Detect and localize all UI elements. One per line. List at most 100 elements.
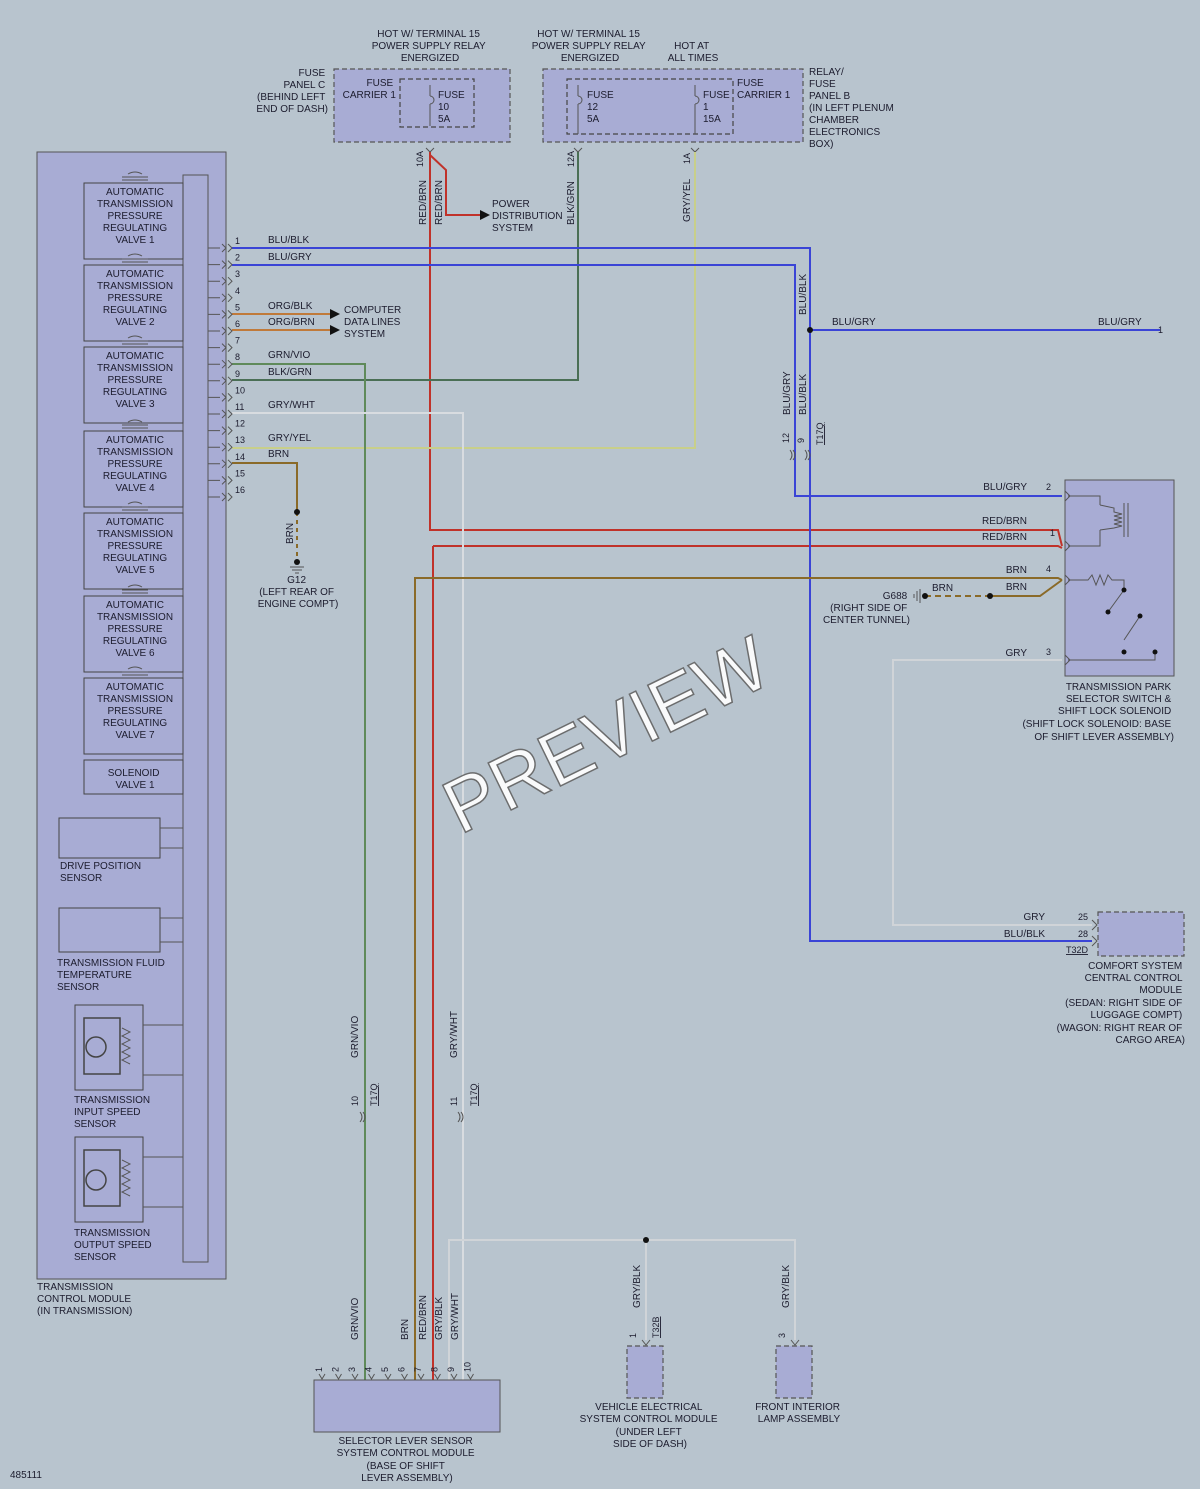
wire-gry	[892, 659, 1092, 926]
park-name-line-5: OF SHIFT LEVER ASSEMBLY)	[1034, 732, 1174, 743]
tcm-pin-connector-icon	[208, 343, 233, 352]
splice-dot-gry-blk-icon	[643, 1237, 649, 1243]
label-gry-wht-sel: GRY/WHT	[450, 1293, 461, 1340]
label-park-blu-gry: BLU/GRY	[983, 482, 1027, 493]
valve-coil-icon	[122, 253, 148, 263]
svg-text:FUSE 12 5A: FUSE 12 5A	[587, 90, 616, 125]
connector-t17q-right: 11 T17Q	[449, 1083, 479, 1123]
park-name-line-1: TRANSMISSION PARK	[1066, 682, 1172, 693]
fuse1-line-2: 1	[703, 102, 709, 113]
power-dist-line-3: SYSTEM	[492, 223, 533, 234]
label-blu-gry-vert: BLU/GRY	[782, 371, 793, 415]
svg-text:VEHICLE ELECTRICAL SYSTEM: VEHICLE ELECTRICAL SYSTEM CONTROL MODULE…	[580, 1402, 721, 1450]
computer-data-line-3: SYSTEM	[344, 329, 385, 340]
svg-text:HOT AT ALL TIMES: HOT AT ALL TIMES	[668, 41, 719, 64]
valve-2-line-5: VALVE 2	[115, 317, 155, 328]
solenoid-line-2: VALVE 1	[115, 780, 155, 791]
label-comfort-blu-blk: BLU/BLK	[1004, 929, 1045, 940]
vesc-box	[626, 1345, 664, 1399]
park-switch-box	[1064, 479, 1175, 677]
tcm-pin-16: 16	[235, 485, 245, 495]
fuse10-line-2: 10	[438, 102, 450, 113]
output-speed-line-2: OUTPUT SPEED	[74, 1240, 152, 1251]
drive-pos-line-2: SENSOR	[60, 873, 102, 884]
svg-text:FUSE CARRIER 1: FUSE CARRIER 1	[737, 78, 791, 101]
selector-pin-6: 6	[397, 1367, 407, 1372]
splice-dot-g688-icon	[987, 593, 993, 599]
tcm-pin-4: 4	[235, 286, 240, 296]
pin-12a-label: 12A	[566, 151, 576, 167]
hot-t15-line-1: HOT W/ TERMINAL 15	[377, 29, 480, 40]
wire-grn-vio	[232, 363, 366, 1380]
valve-5-line-2: TRANSMISSION	[97, 529, 173, 540]
comfort-line-3: MODULE	[1139, 985, 1182, 996]
valve-6-line-2: TRANSMISSION	[97, 612, 173, 623]
park-pin-4: 4	[1046, 564, 1051, 574]
pin-10a-label: 10A	[415, 151, 425, 167]
hot-t15b-line-2: POWER SUPPLY RELAY	[532, 41, 646, 52]
valve-2-line-1: AUTOMATIC	[106, 269, 164, 280]
selector-pin-9: 9	[446, 1367, 456, 1372]
svg-text:FUSE 1 15A: FUSE 1 15A	[703, 90, 732, 125]
tcm-pin-connector-icon	[208, 359, 233, 369]
relay-fuse-panel-b: HOT W/ TERMINAL 15 POWER SUPPLY RELAY EN…	[532, 29, 894, 167]
tcm-pin-connector-icon	[208, 293, 233, 303]
svg-text:TRANSMISSION CONTROL MODUL: TRANSMISSION CONTROL MODULE (IN TRANSMIS…	[37, 1282, 134, 1317]
panel-b-line-6: ELECTRONICS	[809, 127, 880, 138]
label-red-brn-sel: RED/BRN	[418, 1295, 429, 1340]
panel-b-line-1: RELAY/	[809, 67, 844, 78]
t17q-left-pin-10: 10	[350, 1096, 360, 1106]
t17q-left-label: T17Q	[369, 1083, 379, 1106]
fuse-carrier-b-box	[566, 78, 734, 135]
hot-always-line-2: ALL TIMES	[668, 53, 719, 64]
park-name-line-4: (SHIFT LOCK SOLENOID: BASE	[1022, 719, 1171, 730]
svg-text:POWER DISTRIBUTION SYS: POWER DISTRIBUTION SYSTEM	[492, 199, 565, 234]
tcm-pin-connector-icon	[208, 243, 233, 253]
panel-b-line-7: BOX)	[809, 139, 833, 150]
comfort-pin-28: 28	[1078, 929, 1088, 939]
t32b-label: T32B	[651, 1316, 661, 1338]
hot-always-line-1: HOT AT	[674, 41, 709, 52]
vesc-line-3: (UNDER LEFT	[616, 1427, 682, 1438]
valve-1-line-2: TRANSMISSION	[97, 199, 173, 210]
splice-dot-icon	[807, 327, 813, 333]
drive-position-sensor: DRIVE POSITION SENSOR	[58, 817, 183, 884]
label-blu-gry-h1: BLU/GRY	[832, 317, 876, 328]
fuse10-line-3: 5A	[438, 114, 451, 125]
label-gry-blk-lamp: GRY/BLK	[781, 1265, 792, 1308]
svg-text:G12 (LEFT REAR OF ENGI: G12 (LEFT REAR OF ENGINE COMPT)	[258, 575, 339, 610]
svg-text:COMFORT SYSTEM CENTRAL CON: COMFORT SYSTEM CENTRAL CONTROL MODULE (S…	[1057, 961, 1185, 1046]
g12-line-1: G12	[287, 575, 306, 586]
label-blk-grn: BLK/GRN	[566, 181, 577, 225]
vesc-line-2: SYSTEM CONTROL MODULE	[580, 1414, 718, 1425]
diagram-id: 485111	[10, 1470, 42, 1481]
selector-pin-connector-icon	[368, 1373, 375, 1380]
panel-b-line-2: FUSE	[809, 79, 836, 90]
selector-line-4: LEVER ASSEMBLY)	[361, 1473, 453, 1484]
valve-1-line-1: AUTOMATIC	[106, 187, 164, 198]
tcm-pin-connector-icon	[208, 310, 233, 319]
t17q-top-pin-9: 9	[796, 438, 806, 443]
label-p11: GRY/WHT	[268, 400, 315, 411]
label-park-brn-2: BRN	[1006, 582, 1027, 593]
selector-pin-connector-icon	[467, 1373, 474, 1380]
wire-red-brn-2	[433, 545, 1063, 549]
tcm-name-line-1: TRANSMISSION	[37, 1282, 113, 1293]
selector-pin-8: 8	[430, 1367, 440, 1372]
label-blu-blk-vert-2: BLU/BLK	[798, 374, 809, 415]
solenoid-valve-1: SOLENOID VALVE 1	[83, 759, 184, 795]
label-gry-wht-mid: GRY/WHT	[449, 1011, 460, 1058]
selector-line-2: SYSTEM CONTROL MODULE	[337, 1448, 475, 1459]
lamp-line-2: LAMP ASSEMBLY	[758, 1414, 841, 1425]
svg-text:TRANSMISSION PARK SELECTOR: TRANSMISSION PARK SELECTOR SWITCH & SHIF…	[1022, 682, 1174, 743]
t17q-top-pin-12: 12	[781, 433, 791, 443]
selector-pin-connector-icon	[434, 1373, 441, 1380]
valve-7-line-4: REGULATING	[103, 718, 167, 729]
selector-box	[313, 1379, 501, 1433]
connector-t17q-left: 10 T17Q	[350, 1083, 379, 1123]
